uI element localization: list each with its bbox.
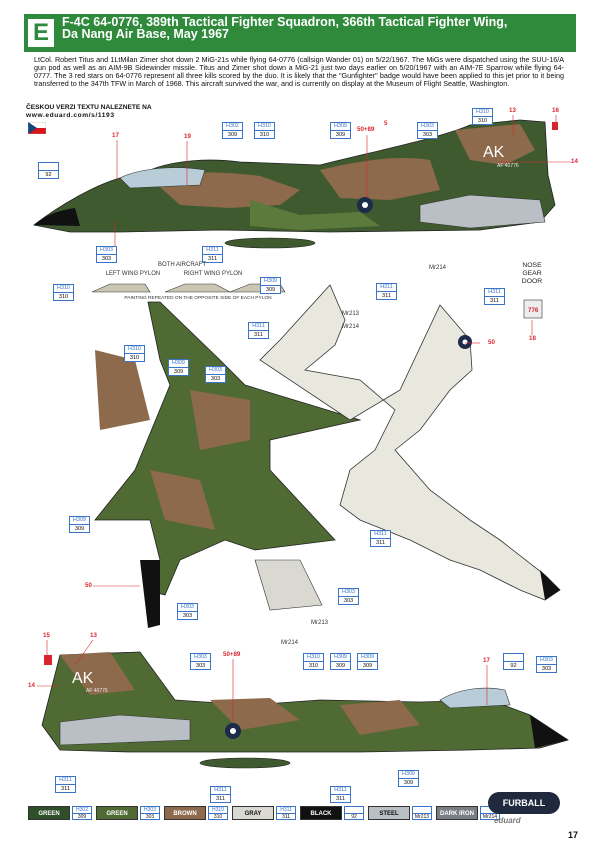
legend-swatch: GRAY xyxy=(232,806,274,820)
pylon-both-label: BOTH AIRCRAFT xyxy=(157,262,206,268)
marker-50-underside: 50 xyxy=(488,339,495,346)
eduard-logo: eduard xyxy=(494,816,521,825)
czech-note: ČESKOU VERZI TEXTU NALEZNETE NA xyxy=(26,104,152,111)
top-tail-code: AK xyxy=(483,144,505,161)
top-profile-aircraft xyxy=(33,119,558,249)
marker-50-89-bottom: 50+89 xyxy=(223,651,241,658)
metal-label: Mr213 xyxy=(311,620,329,626)
top-view-aircraft xyxy=(94,301,362,628)
marker-14-top: 14 xyxy=(571,158,578,165)
marker-14-bottom: 14 xyxy=(28,682,35,689)
eduard-url[interactable]: www.eduard.com/s/1193 xyxy=(26,112,115,119)
scheme-title: F-4C 64-0776, 389th Tactical Fighter Squ… xyxy=(62,15,567,41)
callout-lines xyxy=(37,115,571,722)
top-serial: AF 40776 xyxy=(497,163,519,169)
legend-swatch: STEEL xyxy=(368,806,410,820)
bottom-serial: AF 40776 xyxy=(86,688,108,694)
marker-18-nose-door: 18 xyxy=(529,335,536,342)
paint-callout: 92 xyxy=(503,653,524,670)
marker-17-top: 17 xyxy=(112,132,119,139)
description-text: LtCol. Robert Titus and 1LtMilan Zimer s… xyxy=(34,55,564,88)
marker-15-bottom: 15 xyxy=(43,632,50,639)
bottom-view-aircraft xyxy=(259,284,561,601)
marker-5-top: 5 xyxy=(384,120,388,127)
czech-flag-icon xyxy=(28,122,46,134)
scheme-letter: E xyxy=(28,19,54,47)
metal-label: Mr213 xyxy=(342,311,360,317)
metal-label: Mr214 xyxy=(281,640,299,646)
header-bar: E F-4C 64-0776, 389th Tactical Fighter S… xyxy=(24,14,576,52)
furball-logo: FURBALL xyxy=(488,792,560,814)
pylon-drawings xyxy=(91,283,286,293)
page-number: 17 xyxy=(567,830,578,840)
bottom-profile-aircraft xyxy=(41,651,569,769)
metal-label: Mr214 xyxy=(342,324,360,330)
pylon-left-label: LEFT WING PYLON xyxy=(105,271,161,277)
marker-19-top: 19 xyxy=(184,133,191,140)
marker-50-89-top: 50+89 xyxy=(357,126,375,133)
nose-gear-number: 776 xyxy=(528,307,539,314)
paint-callout: 92 xyxy=(38,162,59,179)
title-line-2: Da Nang Air Base, May 1967 xyxy=(62,27,229,41)
marker-13-bottom: 13 xyxy=(90,632,97,639)
marker-50-topview: 50 xyxy=(85,582,92,589)
legend-swatch: BLACK xyxy=(300,806,342,820)
bottom-tail-code: AK xyxy=(72,670,94,687)
legend-code: Mr213 xyxy=(412,806,432,820)
marker-17-bottom: 17 xyxy=(483,657,490,664)
marker-13-top: 13 xyxy=(509,107,516,114)
marker-16-top: 16 xyxy=(552,107,559,114)
pylon-right-label: RIGHT WING PYLON xyxy=(183,271,243,277)
legend-swatch: DARK IRON xyxy=(436,806,478,820)
pylon-note: PAINTING REPEATED ON THE OPPOSITE SIDE O… xyxy=(124,296,272,301)
metal-label: Mr214 xyxy=(429,265,447,271)
legend-code: 92 xyxy=(344,806,364,820)
legend-swatch: GREEN xyxy=(96,806,138,820)
nose-gear-label: NOSE GEAR DOOR xyxy=(521,262,543,285)
title-line-1: F-4C 64-0776, 389th Tactical Fighter Squ… xyxy=(62,15,508,29)
legend-swatch: BROWN xyxy=(164,806,206,820)
legend-swatch: GREEN xyxy=(28,806,70,820)
